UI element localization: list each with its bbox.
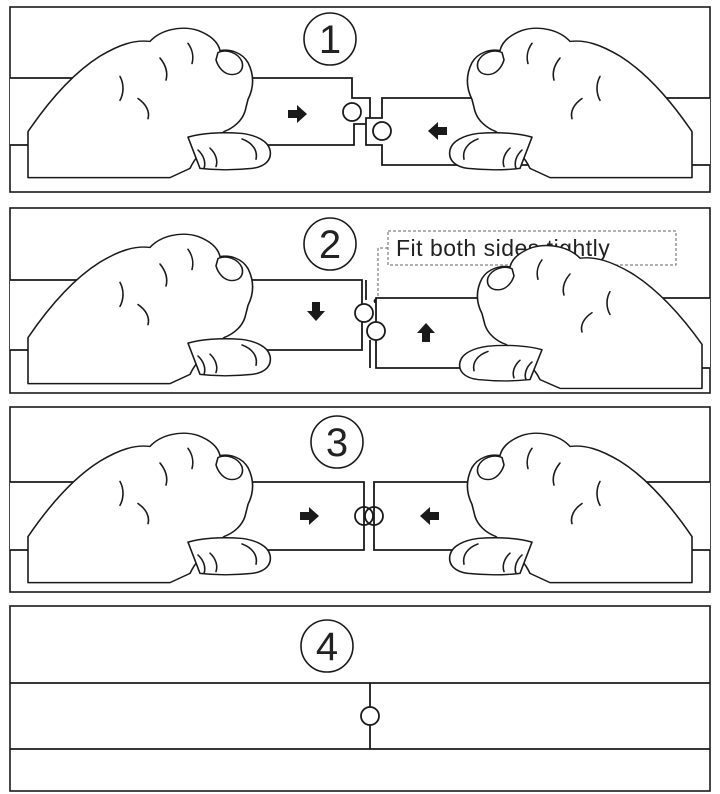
step-number-text: 4 (316, 625, 338, 669)
step-number-4: 4 (300, 619, 354, 673)
joined-strip (10, 682, 710, 750)
step-number-1: 1 (303, 12, 357, 66)
step-3-panel: 3 (9, 406, 711, 593)
puzzle-joint-icon (354, 506, 384, 526)
step-1-panel: 1 (9, 6, 711, 193)
step-number-text: 1 (319, 18, 341, 62)
step-number-text: 2 (319, 223, 341, 267)
callout-box: Fit both sides tightly (373, 230, 677, 304)
step-number-3: 3 (310, 415, 364, 469)
step-4-panel: 4 (9, 605, 711, 792)
step-number-2: 2 (303, 217, 357, 271)
step-2-panel: 2 Fit both sides tightly (9, 207, 711, 394)
step-number-text: 3 (326, 421, 348, 465)
